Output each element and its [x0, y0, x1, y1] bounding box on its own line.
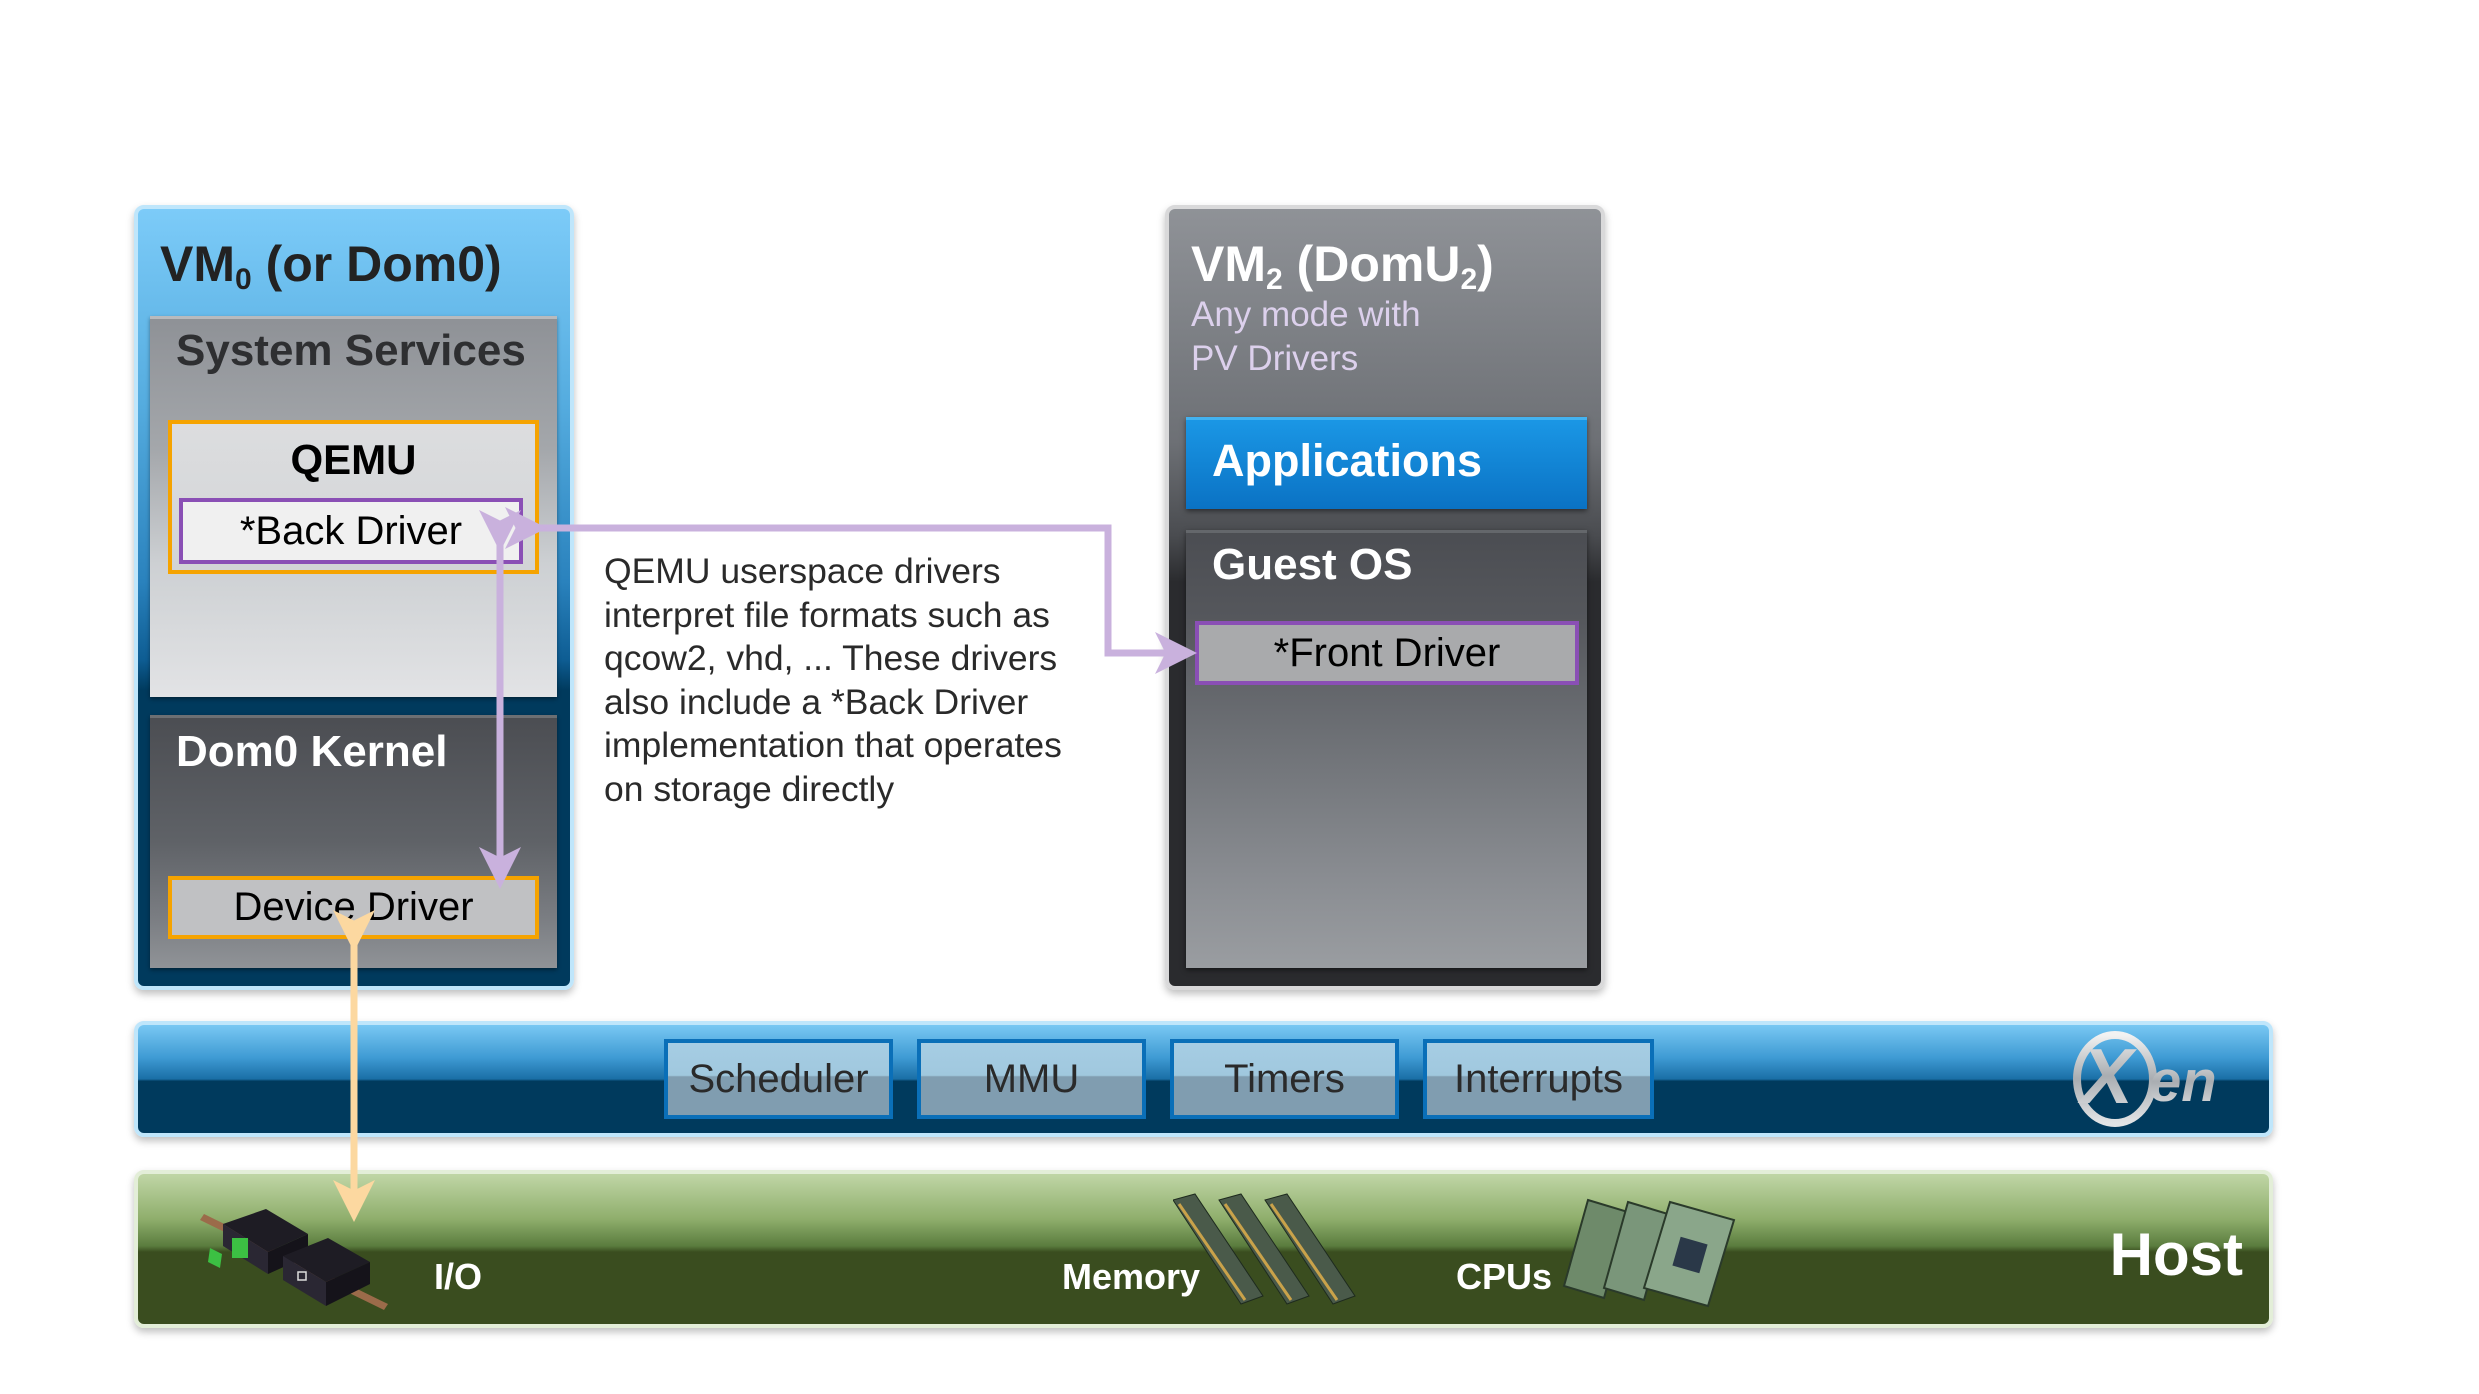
- front-driver-box: *Front Driver: [1195, 621, 1579, 685]
- memory-label: Memory: [1062, 1256, 1201, 1297]
- vm2-title: VM2 (DomU2): [1191, 236, 1494, 296]
- description-line: implementation that operates: [604, 725, 1062, 765]
- back-driver-box: *Back Driver: [179, 498, 523, 564]
- cpus-label: CPUs: [1456, 1256, 1553, 1297]
- description-line: qcow2, vhd, ... These drivers: [604, 638, 1058, 678]
- memory-module-icon: [1173, 1193, 1356, 1305]
- xen-hypervisor-bar: Scheduler MMU Timers Interrupts X en: [134, 1021, 2273, 1137]
- applications-panel: Applications: [1186, 417, 1587, 509]
- host-bar: I/O Memory CPUs Host: [134, 1170, 2273, 1328]
- description-line: interpret file formats such as: [604, 594, 1050, 635]
- host-title: Host: [2109, 1221, 2243, 1288]
- description-line: QEMU userspace drivers: [604, 551, 1001, 591]
- description-line: on storage directly: [604, 768, 895, 809]
- qemu-title: QEMU: [290, 436, 417, 483]
- guest-os-panel: Guest OS *Front Driver: [1186, 530, 1587, 968]
- io-device-icon: [200, 1209, 388, 1310]
- vm2-subtitle-line: PV Drivers: [1191, 339, 1359, 378]
- vm2-subtitle: Any mode with PV Drivers: [1191, 293, 1421, 381]
- scheduler-box: Scheduler: [664, 1039, 893, 1119]
- system-services-panel: System Services QEMU *Back Driver: [150, 316, 557, 697]
- description-line: also include a *Back Driver: [604, 681, 1029, 722]
- qemu-description: QEMU userspace drivers interpret file fo…: [604, 550, 1124, 811]
- guest-os-title: Guest OS: [1212, 540, 1413, 589]
- cpu-chip-icon: [1562, 1198, 1736, 1308]
- device-driver-box: Device Driver: [168, 876, 539, 939]
- dom0-kernel-title: Dom0 Kernel: [176, 727, 448, 776]
- timers-box: Timers: [1170, 1039, 1399, 1119]
- vm0-title: VM0 (or Dom0): [160, 236, 502, 296]
- svg-text:en: en: [2149, 1049, 2217, 1114]
- xen-logo-icon: X en: [2073, 1031, 2217, 1127]
- io-label: I/O: [434, 1256, 483, 1297]
- system-services-title: System Services: [176, 326, 526, 375]
- applications-title: Applications: [1212, 435, 1483, 486]
- interrupts-box: Interrupts: [1423, 1039, 1654, 1119]
- svg-text:X: X: [2077, 1032, 2137, 1120]
- qemu-box: QEMU *Back Driver: [168, 420, 539, 574]
- vm2-subtitle-line: Any mode with: [1191, 295, 1421, 334]
- mmu-box: MMU: [917, 1039, 1146, 1119]
- vm0-dom0-box: VM0 (or Dom0) System Services QEMU *Back…: [134, 205, 574, 990]
- dom0-kernel-panel: Dom0 Kernel Device Driver: [150, 715, 557, 968]
- vm2-domu-box: VM2 (DomU2) Any mode with PV Drivers App…: [1165, 205, 1605, 990]
